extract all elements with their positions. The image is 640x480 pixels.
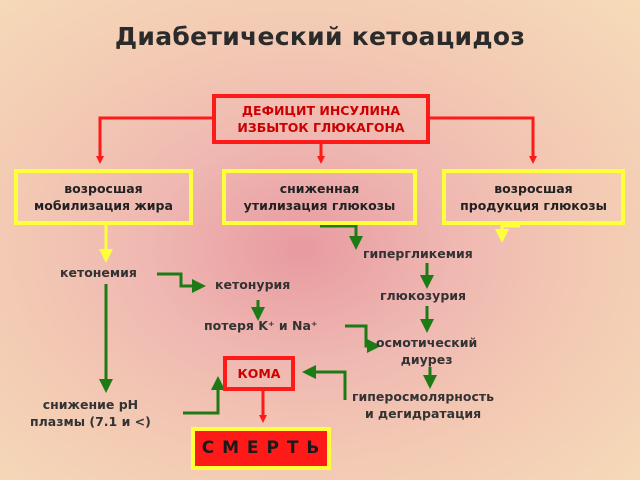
arrow-ph-to-coma xyxy=(183,376,225,415)
deficit-box: ДЕФИЦИТ ИНСУЛИНА ИЗБЫТОК ГЛЮКАГОНА xyxy=(212,94,430,144)
arrow-potassium-to-osmotic xyxy=(345,324,381,353)
glucose-utilization-box: сниженная утилизация глюкозы xyxy=(222,169,417,225)
glucosuria-label: глюкозурия xyxy=(380,288,467,303)
ph-line-2: плазмы (7.1 и <) xyxy=(30,414,151,429)
hyperglycemia-label: гипергликемия xyxy=(363,246,473,261)
arrow-utilization-to-hyperglycemia xyxy=(320,224,363,250)
arrow-ketonemia-to-ketonuria xyxy=(157,272,206,293)
arrow-deficit-to-production xyxy=(430,116,537,164)
osmotic-diuresis-label: осмотический диурез xyxy=(376,334,477,368)
glucose-use-line-1: сниженная xyxy=(279,181,360,196)
ph-line-1: снижение pH xyxy=(42,397,139,412)
arrow-hyperosm-to-coma xyxy=(302,365,347,400)
death-box: С М Е Р Т Ь xyxy=(191,427,331,470)
arrow-deficit-to-fat xyxy=(96,116,212,164)
death-label: С М Е Р Т Ь xyxy=(201,438,321,458)
hyperosm-line-1: гиперосмолярность xyxy=(352,389,495,404)
fat-mobilization-box: возросшая мобилизация жира xyxy=(14,169,193,225)
potassium-loss-label: потеря K⁺ и Na⁺ xyxy=(204,318,318,333)
deficit-line-2: ИЗБЫТОК ГЛЮКАГОНА xyxy=(237,120,405,135)
osmotic-line-1: осмотический xyxy=(376,335,478,350)
glucose-production-box: возросшая продукция глюкозы xyxy=(442,169,625,225)
deficit-line-1: ДЕФИЦИТ ИНСУЛИНА xyxy=(241,103,401,118)
coma-label: КОМА xyxy=(237,366,281,381)
coma-box: КОМА xyxy=(223,356,295,391)
arrow-production-to-hyperglycemia xyxy=(495,224,520,243)
ph-decrease-label: снижение pH плазмы (7.1 и <) xyxy=(30,396,151,430)
hyperosm-line-2: и дегидратация xyxy=(364,406,482,421)
glucose-prod-line-1: возросшая xyxy=(494,181,573,196)
page-title: Диабетический кетоацидоз xyxy=(114,22,526,51)
ketonuria-label: кетонурия xyxy=(215,277,291,292)
ketonemia-label: кетонемия xyxy=(60,265,137,280)
fat-line-1: возросшая xyxy=(64,181,143,196)
glucose-use-line-2: утилизация глюкозы xyxy=(243,198,396,213)
osmotic-line-2: диурез xyxy=(400,352,453,367)
hyperosmolarity-label: гиперосмолярность и дегидратация xyxy=(352,388,494,422)
glucose-prod-line-2: продукция глюкозы xyxy=(460,198,607,213)
fat-line-2: мобилизация жира xyxy=(34,198,173,213)
